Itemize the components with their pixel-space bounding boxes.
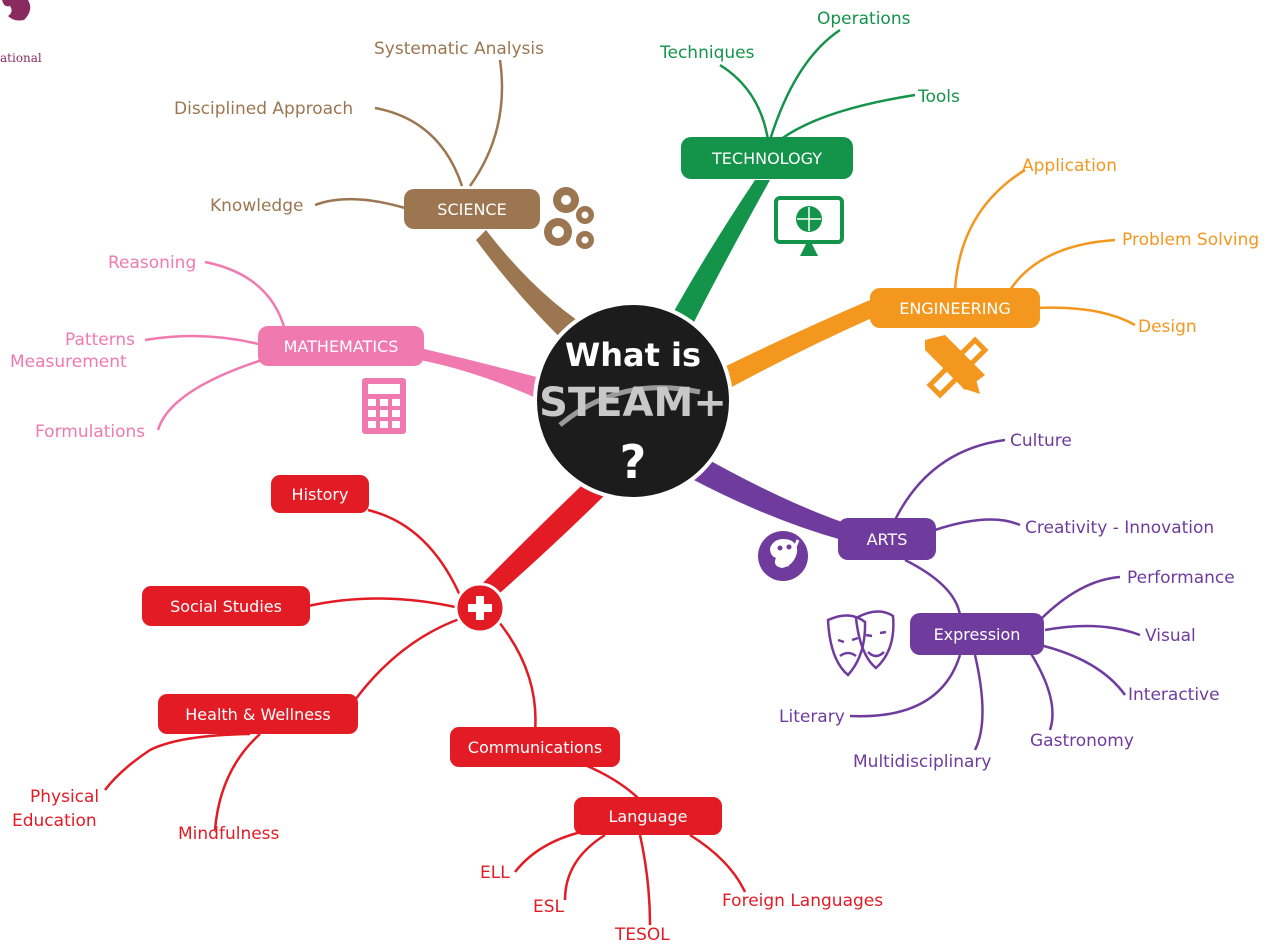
technology-item-operations: Operations [817,9,911,29]
communications-node[interactable]: Communications [450,727,620,767]
mathematics-branch [420,348,548,402]
social-studies-node[interactable]: Social Studies [142,586,310,626]
plus-item-health-wellness: Health & Wellness [185,705,330,724]
logo-icon [2,0,31,21]
language-item-foreign-languages: Foreign Languages [722,891,883,911]
health-item-education: Education [12,811,97,831]
center-question: ? [620,435,647,489]
expression-item-gastronomy: Gastronomy [1030,731,1134,751]
language-node[interactable]: Language [574,797,722,835]
globe-monitor-icon [774,196,844,256]
technology-label: TECHNOLOGY [711,149,822,168]
expression-item-literary: Literary [779,707,845,727]
technology-item-techniques: Techniques [659,43,755,63]
language-item-esl: ESL [533,897,565,917]
plus-branch [476,468,618,600]
engineering-branch [722,300,872,388]
technology-branch [668,180,770,330]
technology-node[interactable]: TECHNOLOGY [681,137,853,179]
swoosh-icon [558,385,701,427]
calculator-icon [362,378,406,434]
science-item-disciplined-approach: Disciplined Approach [174,99,353,119]
center-node: What is STEAM+ ? [533,301,733,501]
expression-item-performance: Performance [1127,568,1235,588]
language-item-ell: ELL [480,863,510,883]
technology-item-tools: Tools [917,87,960,107]
center-word: STEAM+ [539,380,727,426]
gears-icon [544,187,594,249]
science-item-systematic-analysis: Systematic Analysis [374,39,544,59]
arts-item-culture: Culture [1010,431,1072,451]
expression-label: Expression [934,625,1021,644]
expression-item-visual: Visual [1145,626,1196,646]
expression-node[interactable]: Expression [910,613,1044,655]
health-wellness-node[interactable]: Health & Wellness [158,694,358,734]
plus-item-history: History [292,485,349,504]
language-label: Language [609,807,688,826]
science-branch [476,230,600,352]
mathematics-item-patterns: Patterns [65,330,135,350]
mathematics-item-reasoning: Reasoning [108,253,196,273]
plus-item-communications: Communications [468,738,602,757]
language-item-tesol: TESOL [614,925,670,945]
history-node[interactable]: History [271,475,369,513]
logo-text: ational [0,51,42,65]
engineering-item-design: Design [1138,317,1197,337]
health-item-physical: Physical [30,787,99,807]
arts-branch [690,455,842,540]
mathematics-item-measurement: Measurement [10,352,127,372]
science-node[interactable]: SCIENCE [404,189,540,229]
palette-icon [758,531,808,581]
engineering-item-problem-solving: Problem Solving [1122,230,1259,250]
mathematics-item-formulations: Formulations [35,422,145,442]
mathematics-node[interactable]: MATHEMATICS [258,326,424,366]
engineering-item-application: Application [1022,156,1117,176]
mathematics-connectors [144,260,287,431]
arts-connectors [849,438,1141,751]
science-connectors [314,59,504,210]
pencil-ruler-icon [925,335,989,399]
health-item-mindfulness: Mindfulness [178,824,280,844]
arts-item-creativity-innovation: Creativity - Innovation [1025,518,1214,538]
science-label: SCIENCE [437,200,506,219]
plus-item-social-studies: Social Studies [170,597,282,616]
expression-item-interactive: Interactive [1128,685,1220,705]
theater-masks-icon [826,610,895,677]
arts-node[interactable]: ARTS [838,518,936,560]
engineering-connectors [953,168,1136,327]
science-item-knowledge: Knowledge [210,196,303,216]
mathematics-label: MATHEMATICS [284,337,399,356]
engineering-label: ENGINEERING [899,299,1011,318]
center-title: What is [565,336,701,374]
technology-connectors [719,28,916,142]
engineering-node[interactable]: ENGINEERING [870,288,1040,328]
arts-label: ARTS [867,530,908,549]
expression-item-multidisciplinary: Multidisciplinary [853,752,991,772]
plus-icon [454,582,506,634]
